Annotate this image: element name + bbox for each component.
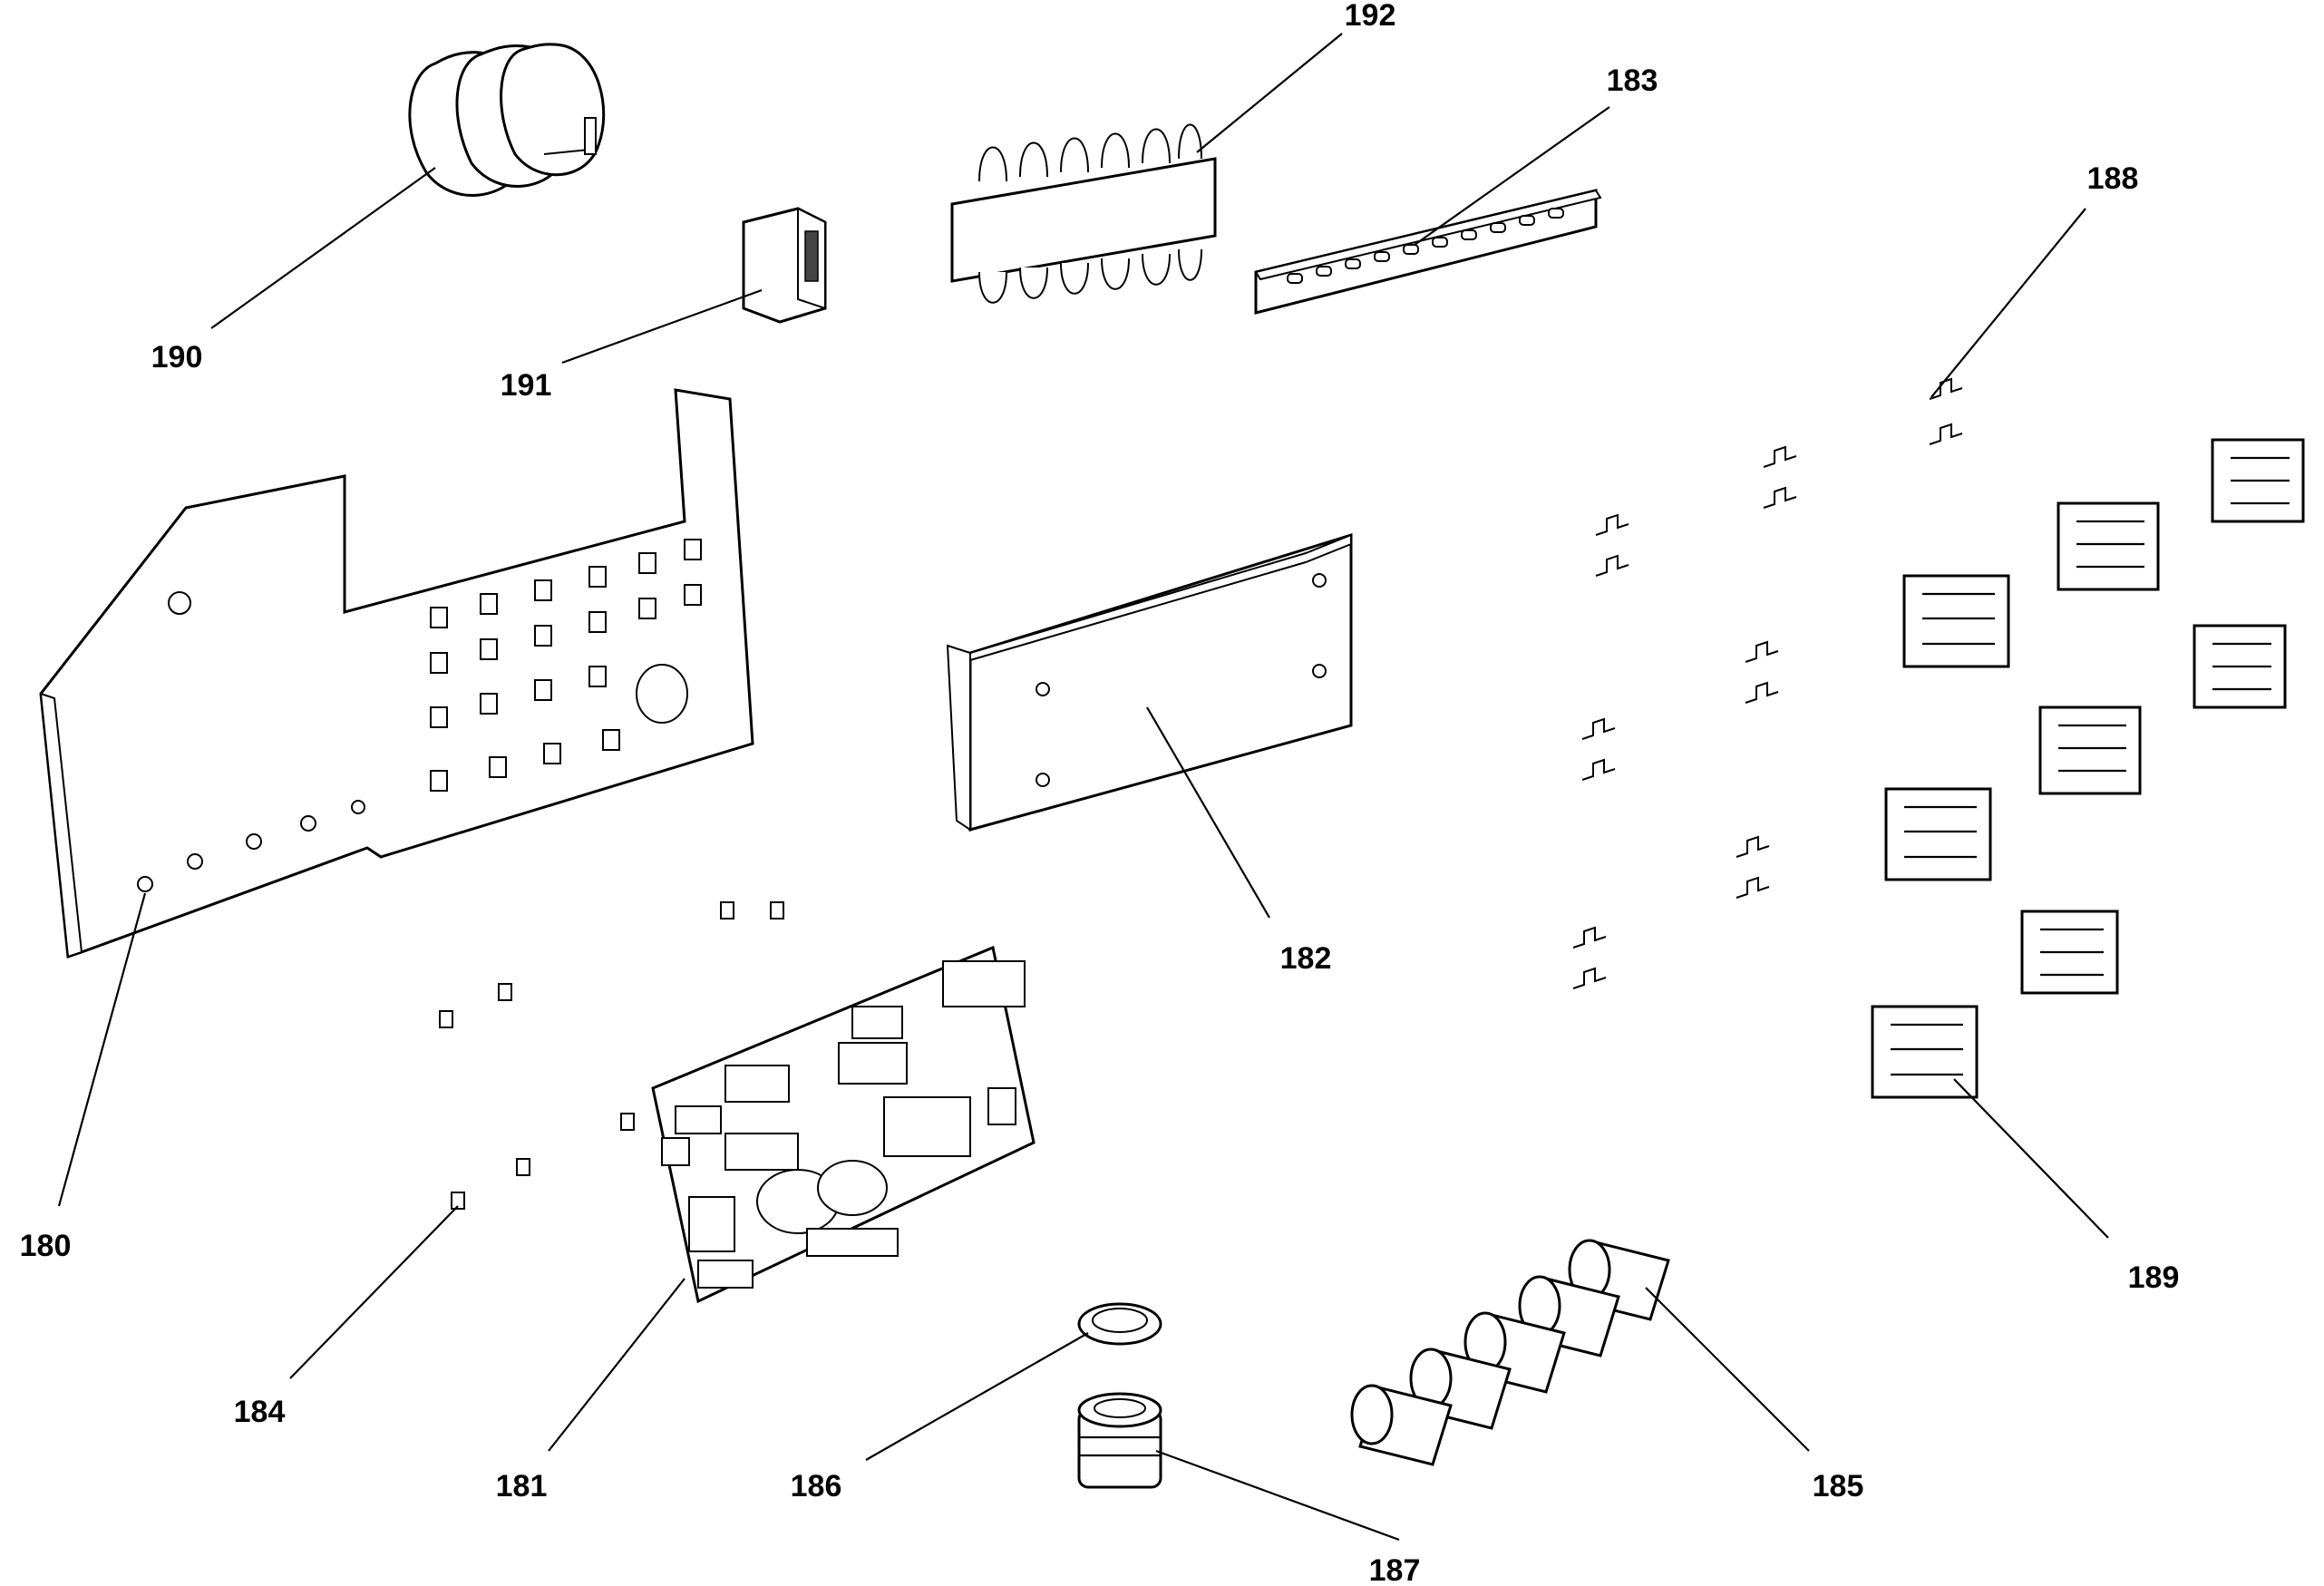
callout-184: 184 [234, 1395, 286, 1429]
part-192-terminal-connectors [950, 123, 1217, 304]
contactor [2057, 501, 2160, 591]
callout-185: 185 [1813, 1469, 1864, 1503]
part-186-locknut [1077, 1302, 1162, 1346]
part-187-cable-gland [1077, 1392, 1162, 1489]
callout-188: 188 [2087, 161, 2139, 196]
part-180-mounting-plate [39, 388, 754, 959]
part-182-bracket [946, 532, 1353, 832]
contactor [1902, 574, 2010, 668]
part-183-din-rail [1254, 189, 1602, 315]
callout-191: 191 [501, 368, 552, 403]
part-181-pcb-board [651, 945, 1036, 1304]
plate-slots [430, 539, 702, 792]
contactor [1884, 787, 1992, 881]
contactor [2038, 705, 2142, 795]
leader-lines [57, 33, 2109, 1542]
callout-187: 187 [1369, 1553, 1421, 1586]
contactor [2193, 624, 2287, 709]
part-189-contactors [1871, 438, 2305, 1099]
callout-181: 181 [496, 1469, 548, 1503]
callout-190: 190 [151, 340, 203, 375]
callout-186: 186 [791, 1469, 842, 1503]
callout-labels: 190 191 192 183 188 180 182 184 181 186 … [20, 0, 2180, 1586]
jumper-loops [978, 123, 1202, 304]
capacitor [1350, 1384, 1453, 1466]
callout-180: 180 [20, 1229, 72, 1263]
callout-192: 192 [1345, 0, 1396, 33]
rail-slots [1287, 208, 1564, 284]
part-190-wire-coil [408, 43, 606, 197]
callout-183: 183 [1607, 63, 1658, 98]
contactor [2020, 910, 2119, 995]
part-191-switch-block [742, 207, 827, 324]
callout-182: 182 [1280, 941, 1332, 976]
part-188-clips [1572, 377, 1963, 989]
callout-189: 189 [2128, 1260, 2180, 1295]
plate-holes [137, 800, 365, 892]
contactor [1871, 1005, 1979, 1099]
contactor [2211, 438, 2305, 523]
part-185-capacitors [1350, 1239, 1670, 1466]
part-184-standoffs [439, 901, 784, 1210]
